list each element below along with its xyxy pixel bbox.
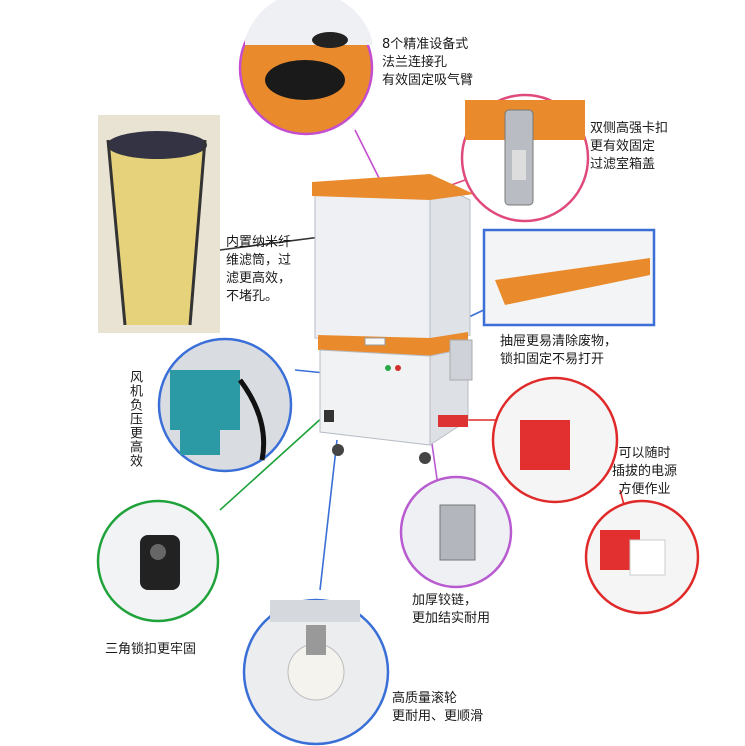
plug-detail-circle (584, 499, 700, 615)
wheel-connector-line (319, 439, 338, 591)
flange-connector-line (354, 129, 381, 181)
clasp-callout: 双侧高强卡扣 更有效固定 过滤室箱盖 (590, 121, 669, 172)
wheel-mark (332, 444, 344, 456)
hinge-callout: 加厚铰链， 更加结实耐用 (412, 593, 491, 626)
lock-callout: 三角锁扣更牢固 (105, 642, 197, 657)
socket-detail-circle (491, 376, 619, 504)
flange-callout: 8个精准设备式 法兰连接孔 有效固定吸气臂 (382, 37, 474, 88)
lid-trim (312, 174, 474, 200)
filter-callout: 内置纳米纤 维滤筒，过 滤更高效， 不堵孔。 (226, 235, 292, 304)
lock-mark (324, 410, 334, 422)
hinge-detail-circle (399, 475, 513, 589)
fan-detail-circle (157, 337, 293, 473)
fan-callout: 风机负压更高效 (127, 370, 142, 468)
lock-connector-line (219, 414, 326, 511)
dust-collector-cabinet (312, 174, 474, 464)
wheel-callout: 高质量滚轮 更耐用、更顺滑 (392, 691, 484, 724)
drawer-callout: 抽屉更易清除废物， 锁扣固定不易打开 (500, 334, 618, 367)
lock-detail-circle (96, 499, 220, 623)
filter-cartridge-photo (98, 115, 220, 333)
wheel-detail-circle (242, 598, 390, 746)
socket-callout: 可以随时 插拔的电源 方便作业 (612, 446, 678, 497)
flange-detail-circle (238, 0, 374, 136)
power-socket-mark (438, 415, 468, 427)
drawer-detail-photo (482, 228, 656, 327)
clasp-detail-circle (460, 93, 590, 223)
drawer-trim (318, 332, 468, 356)
